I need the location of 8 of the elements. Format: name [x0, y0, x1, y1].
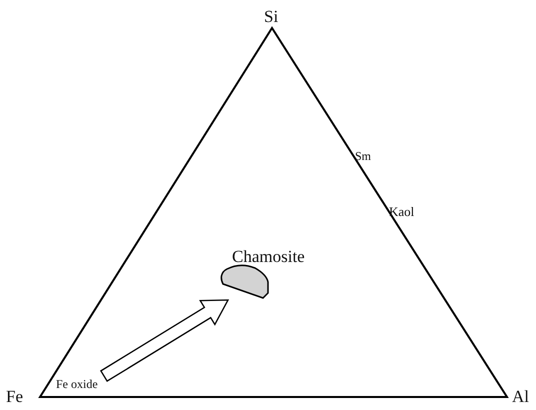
- axis-label: Kaol: [389, 205, 414, 218]
- axis-label: Sm: [355, 150, 372, 162]
- mineral-label: Chamosite: [232, 248, 305, 265]
- mineral-label: Fe oxide: [56, 378, 98, 390]
- axis-label: Al: [512, 388, 529, 405]
- axis-label: Si: [264, 8, 278, 25]
- axis-label: Fe: [6, 388, 23, 405]
- block-arrow: [100, 299, 230, 382]
